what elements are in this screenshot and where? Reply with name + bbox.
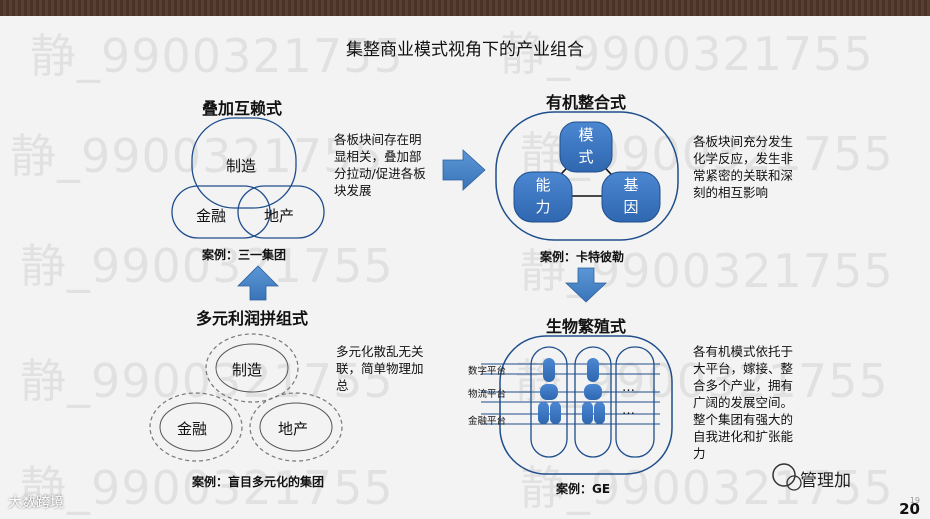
diversified-circle-finance-inner xyxy=(159,402,233,452)
top-decorative-bar xyxy=(0,0,930,16)
diversified-label-realestate: 地产 xyxy=(278,420,309,438)
page-number-small: 19 xyxy=(909,496,920,505)
ecosystem-case: 案例：GE xyxy=(556,482,611,496)
organic-node-capability xyxy=(513,171,573,223)
ecosystem-pill xyxy=(587,358,599,382)
overlap-label-manufacturing: 制造 xyxy=(226,157,257,175)
organic-node-gene-label: 基因 xyxy=(623,176,639,216)
platform-label-logistics: 物流平台 xyxy=(468,389,507,400)
overlap-circle-manufacturing xyxy=(191,117,297,209)
left-brand-logo: 大数跨境 xyxy=(8,495,64,511)
ecosystem-column-2 xyxy=(574,346,612,458)
overlap-circle-finance xyxy=(171,185,271,239)
ecosystem-container xyxy=(499,335,673,475)
diversified-label-manufacturing: 制造 xyxy=(232,361,263,379)
right-arrow xyxy=(442,149,486,191)
organic-container xyxy=(495,111,679,241)
ecosystem-pill xyxy=(582,402,593,424)
organic-case: 案例：卡特彼勒 xyxy=(540,250,625,264)
diversified-case: 案例：盲目多元化的集团 xyxy=(192,475,325,489)
diversified-circle-manufacturing-inner xyxy=(215,343,289,393)
ecosystem-pill xyxy=(538,402,549,424)
ecosystem-pill xyxy=(584,384,602,400)
ecosystem-description: 各有机模式依托于大平台，嫁接、整合多个产业，拥有广阔的发展空间。整个集团有强大的… xyxy=(693,344,794,461)
wechat-logo-icon-small xyxy=(786,475,802,491)
diversified-label-finance: 金融 xyxy=(177,420,208,438)
diversified-circle-realestate-inner xyxy=(259,402,333,452)
ecosystem-heading: 生物繁殖式 xyxy=(546,317,627,336)
organic-node-model xyxy=(559,121,613,173)
overlap-heading: 叠加互赖式 xyxy=(202,99,283,118)
ecosystem-column-1 xyxy=(530,346,568,458)
overlap-label-realestate: 地产 xyxy=(264,207,295,225)
ecosystem-ellipsis: … xyxy=(622,380,635,395)
organic-node-gene xyxy=(601,171,661,223)
diversified-heading: 多元利润拼组式 xyxy=(196,309,309,328)
overlap-label-finance: 金融 xyxy=(196,207,227,225)
overlap-circle-realestate xyxy=(237,185,325,239)
organic-node-capability-label: 能力 xyxy=(535,176,551,216)
overlap-case: 案例：三一集团 xyxy=(202,248,287,262)
page-number: 20 xyxy=(899,500,920,518)
diversified-circle-manufacturing xyxy=(205,333,299,403)
organic-triangle xyxy=(539,145,633,197)
up-arrow xyxy=(237,265,279,301)
ecosystem-pill xyxy=(594,402,605,424)
organic-description: 各板块间充分发生化学反应，发生非常紧密的关联和深刻的相互影响 xyxy=(693,134,794,200)
platform-label-finance: 金融平台 xyxy=(468,416,507,427)
diversified-description: 多元化散乱无关联，简单物理加总 xyxy=(336,344,424,393)
ecosystem-ellipsis: … xyxy=(622,403,635,418)
ecosystem-column-3 xyxy=(615,346,655,458)
wechat-logo-icon xyxy=(772,463,796,487)
diversified-circle-realestate xyxy=(249,392,343,462)
overlap-description: 各板块间存在明显相关，叠加部分拉动/促进各板块发展 xyxy=(334,132,426,198)
ecosystem-pill xyxy=(550,402,561,424)
platform-label-digital: 数字平台 xyxy=(468,366,507,377)
organic-heading: 有机整合式 xyxy=(546,93,627,112)
ecosystem-pill xyxy=(540,384,558,400)
right-brand-logo: 管理加 xyxy=(800,471,851,491)
diversified-circle-finance xyxy=(149,392,243,462)
organic-node-model-label: 模式 xyxy=(578,126,594,166)
slide-title: 集整商业模式视角下的产业组合 xyxy=(346,40,584,60)
ecosystem-pill xyxy=(543,358,555,382)
down-arrow xyxy=(564,267,608,303)
